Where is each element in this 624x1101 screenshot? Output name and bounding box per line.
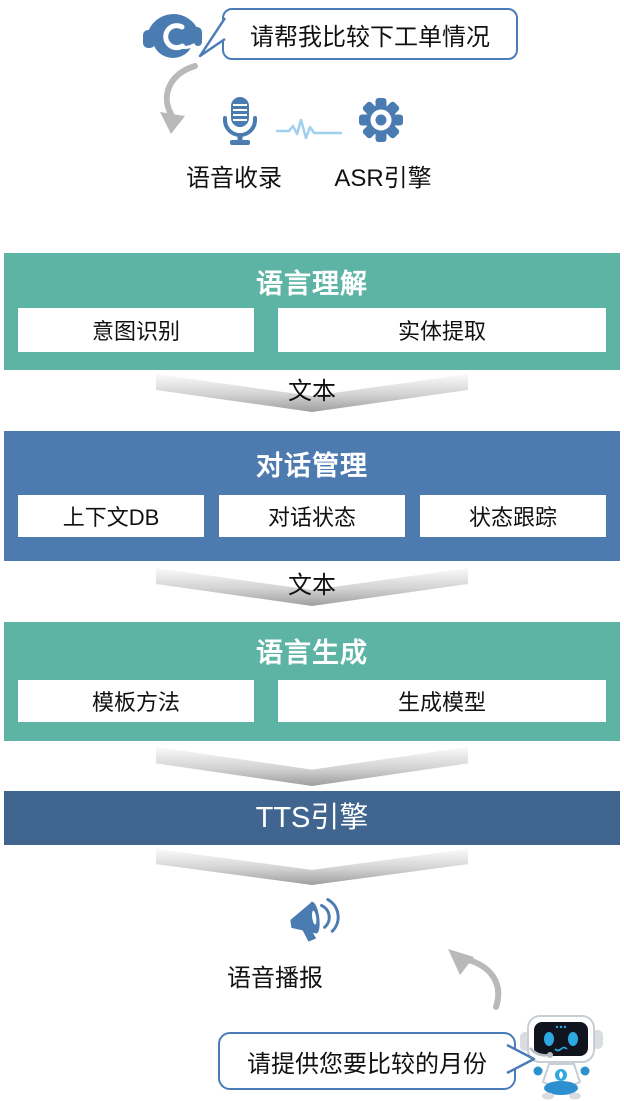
voice-broadcast-label: 语音播报 (227, 965, 323, 992)
waveform-icon (276, 118, 342, 140)
microphone-icon (223, 97, 257, 145)
bot-bubble-tail-icon (506, 1043, 536, 1075)
block-title: 语言生成 (256, 638, 368, 668)
block-dialog-management: 对话管理 上下文DB 对话状态 状态跟踪 (4, 431, 620, 561)
connector-label-text: 文本 (288, 572, 336, 599)
robot-icon (520, 1015, 603, 1100)
chevron-down-connector (156, 747, 468, 786)
asr-engine-label: ASR引擎 (334, 165, 432, 192)
item-generative-model: 生成模型 (278, 680, 606, 722)
block-items-row: 上下文DB 对话状态 状态跟踪 (18, 495, 606, 537)
item-intent-recognition: 意图识别 (18, 308, 254, 352)
block-items-row: 模板方法 生成模型 (18, 680, 606, 722)
user-speech-bubble-text: 请帮我比较下工单情况 (250, 23, 490, 51)
megaphone-icon (290, 898, 340, 942)
item-entity-extraction: 实体提取 (278, 308, 606, 352)
flow-arrow-up-icon (448, 949, 502, 1010)
block-title: TTS引擎 (255, 802, 369, 834)
headset-icon (143, 14, 202, 58)
block-language-understanding: 语言理解 意图识别 实体提取 (4, 253, 620, 370)
block-tts-engine: TTS引擎 (4, 791, 620, 845)
bot-speech-bubble: 请提供您要比较的月份 (218, 1032, 516, 1090)
block-items-row: 意图识别 实体提取 (18, 308, 606, 352)
user-bubble-tail-icon (198, 17, 226, 58)
user-speech-bubble: 请帮我比较下工单情况 (222, 8, 518, 60)
block-language-generation: 语言生成 模板方法 生成模型 (4, 622, 620, 741)
block-title: 语言理解 (256, 269, 368, 299)
gear-icon (359, 98, 403, 142)
voice-capture-label: 语音收录 (186, 165, 282, 192)
chevron-down-connector (156, 849, 468, 885)
item-dialog-state: 对话状态 (219, 495, 405, 537)
flow-arrow-down-icon (160, 63, 198, 134)
item-state-tracking: 状态跟踪 (420, 495, 606, 537)
bot-speech-bubble-text: 请提供您要比较的月份 (247, 1050, 487, 1078)
item-template-method: 模板方法 (18, 680, 254, 722)
block-title: 对话管理 (256, 451, 368, 481)
connector-label-text: 文本 (288, 378, 336, 405)
item-context-db: 上下文DB (18, 495, 204, 537)
